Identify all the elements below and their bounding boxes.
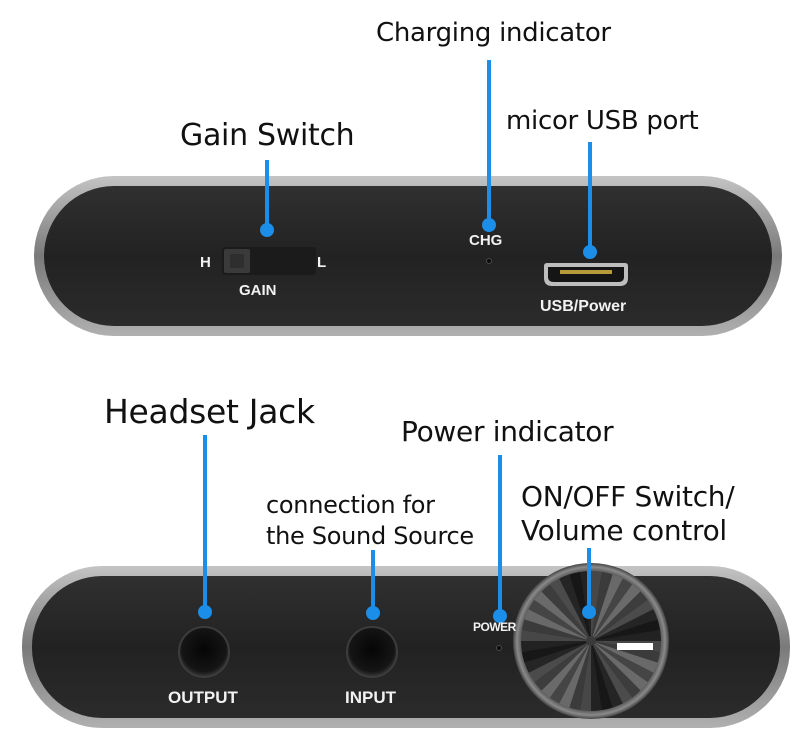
micro-usb-port[interactable] [544,263,628,286]
charging-indicator-callout: Charging indicator [376,18,611,48]
bottom-panel [22,566,790,728]
volume-knob[interactable] [513,563,669,719]
power-indicator-led [496,645,502,651]
usb-port-pointer [583,142,597,259]
volume-control-pointer [582,548,596,619]
usb-port-callout: micor USB port [506,106,699,136]
input-label: INPUT [345,688,396,707]
sound-source-pointer [366,550,380,620]
power-indicator-pointer [493,455,507,623]
usb-power-label: USB/Power [540,298,627,315]
knob-callout-line2: Volume control [521,514,727,547]
knob-callout: ON/OFF Switch/ Volume control [521,480,735,548]
sound-source-callout: connection for the Sound Source [266,490,474,552]
input-jack[interactable] [346,626,398,678]
output-label: OUTPUT [168,688,238,707]
power-label: POWER [473,620,516,634]
sound-source-callout-line2: the Sound Source [266,522,474,550]
charging-indicator-pointer [482,60,496,232]
gain-switch-callout: Gain Switch [180,118,355,153]
gain-label: GAIN [239,282,277,299]
charging-indicator-led [486,258,492,264]
top-panel [34,176,782,336]
sound-source-callout-line1: connection for [266,491,435,519]
gain-switch-pointer [260,160,274,237]
headset-jack-pointer [198,435,212,619]
gain-switch[interactable] [222,247,316,275]
gain-high-label: H [200,254,211,271]
knob-marker [617,643,653,650]
chg-label: CHG [469,232,503,249]
gain-low-label: L [317,254,327,271]
output-jack[interactable] [178,626,230,678]
headset-jack-callout: Headset Jack [104,392,315,431]
knob-callout-line1: ON/OFF Switch/ [521,480,735,513]
power-indicator-callout: Power indicator [401,415,614,448]
